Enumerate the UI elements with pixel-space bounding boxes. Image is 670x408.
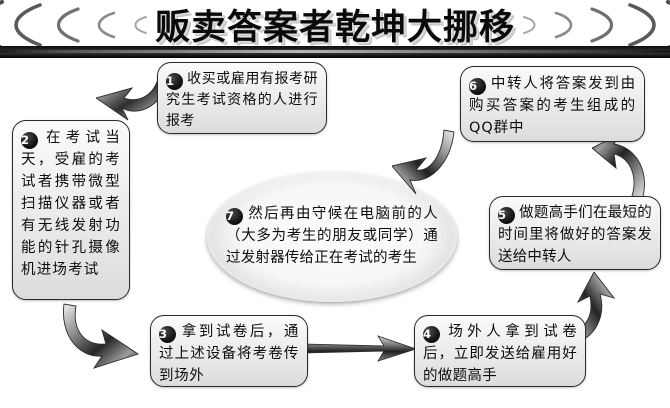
arrow-step2-to-step3-icon bbox=[58, 300, 144, 382]
header: 贩卖答案者乾坤大挪移 bbox=[0, 0, 670, 58]
arrow-step6-to-step7-icon bbox=[391, 126, 458, 206]
step-4-body: 场外人拿到试卷后，立即发送给雇用好的做题高手 bbox=[423, 324, 577, 384]
step-2-badge: 2 bbox=[21, 132, 38, 149]
step-4-badge: 4 bbox=[423, 326, 440, 343]
signal-waves-right-icon bbox=[444, 0, 670, 50]
arrow-step5-to-step6-icon bbox=[591, 132, 654, 208]
step-6-badge: 6 bbox=[469, 78, 486, 95]
step-7-badge: 7 bbox=[226, 208, 243, 226]
step-1-body: 收买或雇用有报考研究生考试资格的人进行报考 bbox=[166, 71, 318, 129]
title-underbar-highlight bbox=[0, 50, 670, 53]
step-3-body: 拿到试卷后，通过上述设备将考卷传到场外 bbox=[159, 324, 299, 384]
signal-waves-left-icon bbox=[0, 0, 226, 50]
step-1-badge: 1 bbox=[166, 73, 183, 90]
page-title: 贩卖答案者乾坤大挪移 bbox=[154, 7, 515, 48]
step-7-body: 然后再由守候在电脑前的人（大多为考生的朋友或同学）通过发射器传给正在考试的考生 bbox=[226, 206, 438, 266]
step-5-badge: 5 bbox=[498, 207, 515, 224]
step-5-body: 做题高手们在最短的时间里将做好的答案发送给中转人 bbox=[498, 205, 652, 265]
step-3-badge: 3 bbox=[159, 326, 176, 343]
step-2-body: 在考试当天，受雇的考试者携带微型扫描仪器或者有无线发射功能的针孔摄像机进场考试 bbox=[21, 130, 121, 279]
step-6-body: 中转人将答案发到由购买答案的考生组成的QQ群中 bbox=[469, 76, 636, 137]
arrow-step3-to-step4-icon bbox=[303, 334, 418, 368]
